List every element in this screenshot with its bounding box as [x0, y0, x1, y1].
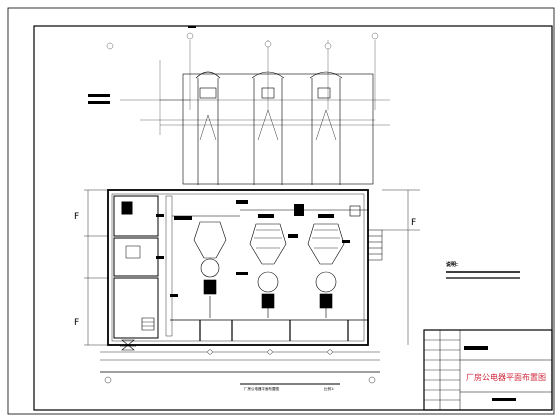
bottom-dimensions	[100, 349, 380, 385]
axis-mark-3: F	[411, 218, 416, 228]
generator-unit-2	[249, 223, 287, 318]
notes-block: 说明:	[446, 261, 520, 279]
inner-border	[33, 25, 553, 411]
notes-heading: 说明:	[446, 261, 458, 268]
top-annotations	[88, 26, 196, 104]
title-block	[423, 329, 553, 411]
generator-unit-1	[193, 221, 227, 318]
scale-label: 比例1:	[324, 386, 334, 391]
grid-lines	[106, 32, 390, 135]
axis-mark-1: F	[74, 212, 79, 222]
powerhouse-plan	[107, 189, 369, 346]
drawing-title: 厂房公电器平面布置图	[466, 372, 546, 382]
valve-symbol	[120, 339, 136, 351]
plan-caption: 厂房公电器平面布置图	[244, 386, 279, 391]
outer-border	[7, 7, 555, 415]
side-walkway	[368, 189, 420, 261]
left-dimensions	[84, 189, 409, 346]
equipment-boxes	[156, 200, 361, 297]
axis-mark-2: F	[74, 318, 79, 328]
generator-unit-3	[307, 223, 345, 318]
intake-area	[140, 71, 375, 185]
